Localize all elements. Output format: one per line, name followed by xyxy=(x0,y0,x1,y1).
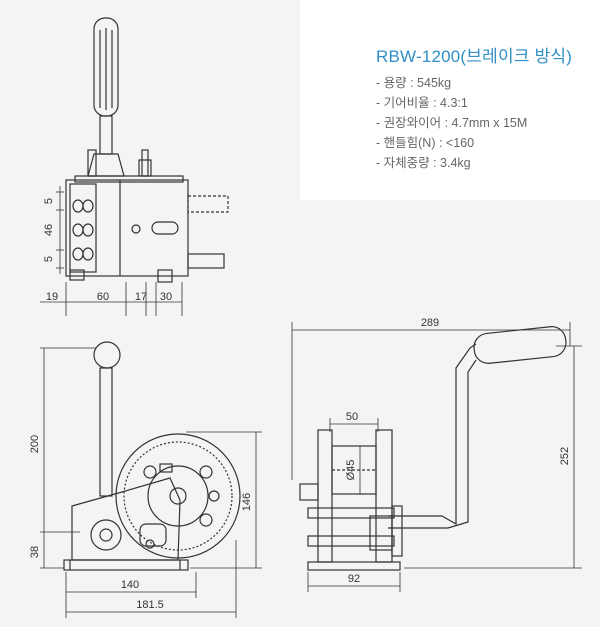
top-view-winch xyxy=(65,17,229,283)
spec-wire: - 권장와이어 : 4.7mm x 15M xyxy=(376,116,528,130)
paper-background xyxy=(300,0,600,200)
side-dim-252: 252 xyxy=(559,447,571,465)
top-dim-h-1: 19 xyxy=(46,291,58,303)
side-dim-50: 50 xyxy=(346,411,358,423)
top-dim-h-2: 60 xyxy=(97,291,109,303)
top-dim-v-2: 46 xyxy=(43,224,55,236)
top-dim-v-3: 5 xyxy=(43,256,55,262)
front-dim-v-146: 146 xyxy=(241,493,253,511)
spec-block: RBW-1200(브레이크 방식) - 용량 : 545kg - 기어비율 : … xyxy=(376,42,596,173)
side-dim-diameter: Ø45 xyxy=(345,460,357,481)
spec-gear-ratio: - 기어비율 : 4.3:1 xyxy=(376,96,468,110)
front-dim-v-38: 38 xyxy=(29,546,41,558)
top-dim-h-3: 17 xyxy=(135,291,147,303)
front-dim-h-181: 181.5 xyxy=(136,599,164,611)
side-view-winch xyxy=(299,326,567,571)
spec-handle-force: - 핸들힘(N) : <160 xyxy=(376,136,475,150)
front-dim-v-200: 200 xyxy=(29,435,41,453)
side-dim-289: 289 xyxy=(421,317,439,329)
side-dim-92: 92 xyxy=(348,573,360,585)
spec-title: RBW-1200(브레이크 방식) xyxy=(376,47,573,66)
spec-capacity: - 용량 : 545kg xyxy=(376,76,452,90)
top-dim-h-4: 30 xyxy=(160,291,172,303)
front-view-winch xyxy=(63,341,241,571)
front-dim-h-140: 140 xyxy=(121,579,139,591)
spec-weight: - 자체중량 : 3.4kg xyxy=(376,156,471,170)
top-dim-v-1: 5 xyxy=(43,198,55,204)
